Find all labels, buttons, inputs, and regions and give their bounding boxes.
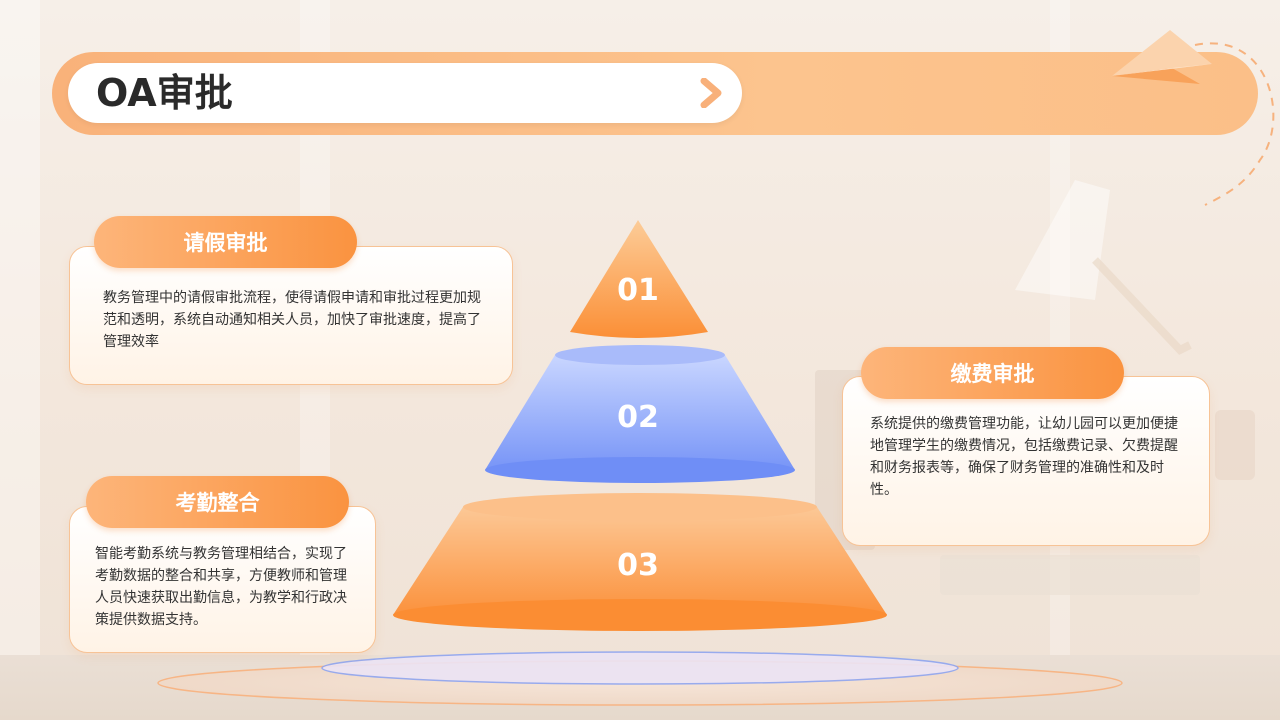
leave-approval-title: 请假审批 <box>94 216 357 268</box>
chevron-right-icon <box>700 78 722 108</box>
payment-approval-title: 缴费审批 <box>861 347 1124 399</box>
payment-approval-card <box>842 376 1210 546</box>
pyramid-tier-1 <box>570 220 708 338</box>
base-ring-inner <box>321 651 959 685</box>
tier-label-1: 01 <box>617 273 659 308</box>
pyramid-tier-2 <box>485 345 795 483</box>
paper-plane-icon <box>1112 30 1212 84</box>
pyramid-tier-3 <box>393 493 887 631</box>
attendance-text: 智能考勤系统与教务管理相结合，实现了考勤数据的整合和共享，方便教师和管理人员快速… <box>95 546 347 628</box>
payment-approval-text: 系统提供的缴费管理功能，让幼儿园可以更加便捷地管理学生的缴费情况，包括缴费记录、… <box>870 416 1178 498</box>
tier-label-2: 02 <box>617 400 659 435</box>
tier-label-3: 03 <box>617 548 659 583</box>
leave-approval-text: 教务管理中的请假审批流程，使得请假申请和审批过程更加规范和透明，系统自动通知相关… <box>103 290 481 350</box>
title-pill <box>68 63 742 123</box>
page-title: OA审批 <box>96 71 233 115</box>
attendance-title: 考勤整合 <box>86 476 349 528</box>
leave-approval-card <box>69 246 513 385</box>
